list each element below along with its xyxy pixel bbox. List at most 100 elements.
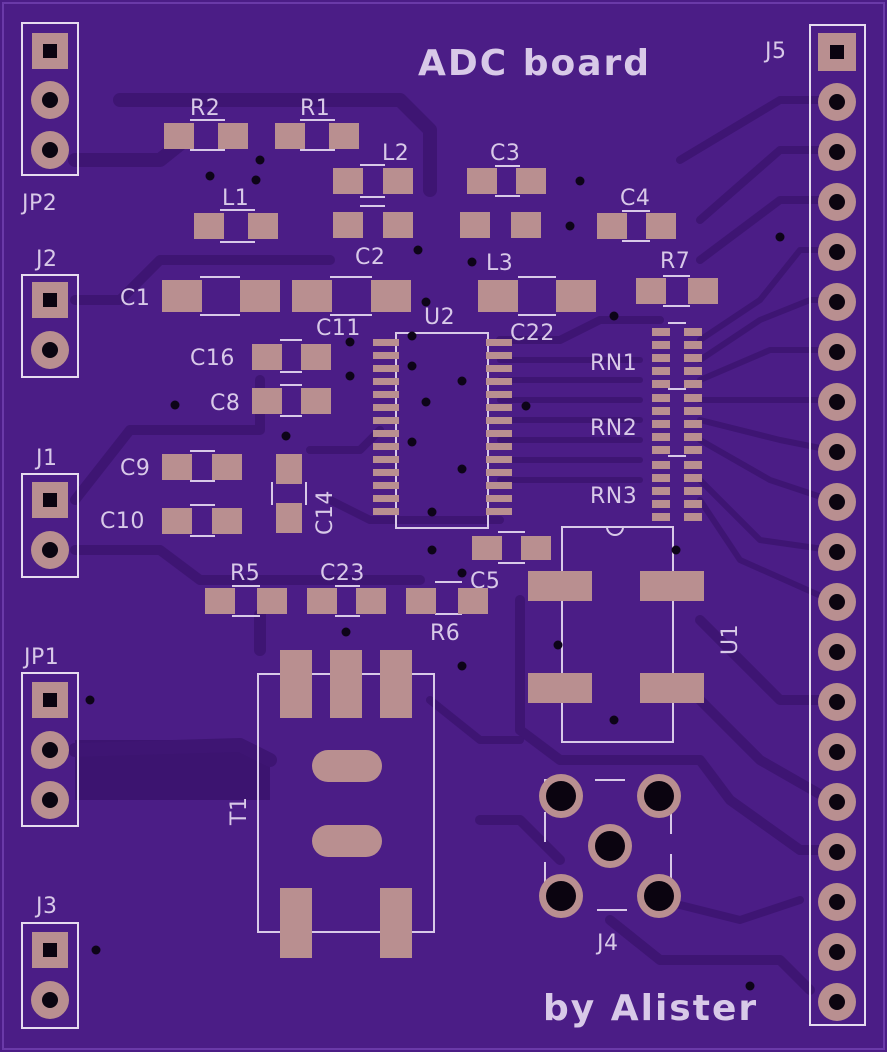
resistor-r2: R2 <box>164 96 248 151</box>
rn-pad <box>684 513 702 521</box>
via <box>609 715 619 725</box>
rn-pad <box>652 461 670 469</box>
via <box>251 175 261 185</box>
via <box>170 400 180 410</box>
via <box>281 431 291 441</box>
j5-pin-hole <box>829 344 845 360</box>
j5-pin-hole <box>829 694 845 710</box>
j5-pin-hole <box>829 244 845 260</box>
via <box>421 297 431 307</box>
label-c11: C11 <box>316 316 361 341</box>
header-j1: J1 <box>21 446 79 578</box>
via <box>553 640 563 650</box>
rn-pad <box>652 433 670 441</box>
label-j2: J2 <box>34 247 58 272</box>
rn-pad <box>652 513 670 521</box>
rn-pad <box>652 367 670 375</box>
label-j1: J1 <box>34 446 58 471</box>
rn-pad <box>652 341 670 349</box>
u2-pad <box>373 339 399 346</box>
via <box>421 397 431 407</box>
resistor-r5: R5 <box>205 561 287 617</box>
label-t1: T1 <box>227 797 252 826</box>
rn-pad <box>652 354 670 362</box>
label-l1: L1 <box>222 186 249 211</box>
label-c23: C23 <box>320 561 365 586</box>
capacitor-c10: C10 <box>100 504 242 537</box>
j5-pin-hole <box>829 744 845 760</box>
label-r6: R6 <box>430 621 460 646</box>
j5-pin-hole <box>829 594 845 610</box>
resistor-networks: RN1 RN2 RN3 <box>590 322 702 521</box>
u2-pad <box>373 469 399 476</box>
capacitor-c14: C14 <box>271 454 338 535</box>
u2-pad <box>486 495 512 502</box>
j5-pin-hole <box>829 894 845 910</box>
chip-u2 <box>373 332 512 529</box>
rn-pad <box>652 394 670 402</box>
via <box>255 155 265 165</box>
u2-pad <box>486 430 512 437</box>
rn-pad <box>684 420 702 428</box>
j5-pin-hole <box>829 994 845 1010</box>
rn-pad <box>684 487 702 495</box>
capacitor-c23: C23 <box>307 561 386 617</box>
u2-pad <box>373 417 399 424</box>
u2-pad <box>486 404 512 411</box>
capacitor-c8: C8 <box>210 384 331 417</box>
via <box>565 221 575 231</box>
via <box>85 695 95 705</box>
rn-pad <box>684 446 702 454</box>
rn-pad <box>652 500 670 508</box>
inductor-l2: L2 <box>333 141 413 238</box>
rn-pad <box>684 474 702 482</box>
capacitor-c16: C16 <box>190 339 331 373</box>
j5-pin-hole <box>829 544 845 560</box>
u2-pad <box>373 378 399 385</box>
u2-pad <box>373 482 399 489</box>
label-c16: C16 <box>190 346 235 371</box>
via <box>427 507 437 517</box>
via <box>205 171 215 181</box>
u2-pad <box>486 339 512 346</box>
rn-pad <box>652 487 670 495</box>
via <box>457 464 467 474</box>
u2-pad <box>373 365 399 372</box>
rn-pad <box>652 328 670 336</box>
label-r7: R7 <box>660 249 690 274</box>
label-l3: L3 <box>486 251 513 276</box>
label-jp2: JP2 <box>20 191 57 216</box>
rn-pad <box>684 328 702 336</box>
rn-pad <box>684 407 702 415</box>
j5-pin-hole <box>829 444 845 460</box>
label-j3: J3 <box>34 894 58 919</box>
u2-pad <box>373 495 399 502</box>
header-j5: J5 <box>763 24 866 1026</box>
label-j4: J4 <box>595 931 619 956</box>
j5-pin-hole <box>829 144 845 160</box>
u2-pad <box>486 417 512 424</box>
label-u1: U1 <box>718 624 743 655</box>
rn-pad <box>684 394 702 402</box>
chip-u1: U1 <box>528 526 743 743</box>
resistor-r1: R1 <box>275 96 359 151</box>
board-credit: by Alister <box>543 988 758 1029</box>
rn-pad <box>652 474 670 482</box>
header-jp1: JP1 <box>21 645 79 827</box>
label-rn1: RN1 <box>590 351 637 376</box>
label-c14: C14 <box>313 490 338 535</box>
header-j3: J3 <box>21 894 79 1029</box>
j5-pin-hole <box>829 644 845 660</box>
label-l2: L2 <box>382 141 409 166</box>
via <box>341 627 351 637</box>
u2-pad <box>373 391 399 398</box>
rn-pad <box>684 433 702 441</box>
via <box>345 337 355 347</box>
j5-pin-hole <box>829 494 845 510</box>
via <box>413 245 423 255</box>
label-u2: U2 <box>424 305 455 330</box>
header-j2: J2 <box>21 247 79 378</box>
